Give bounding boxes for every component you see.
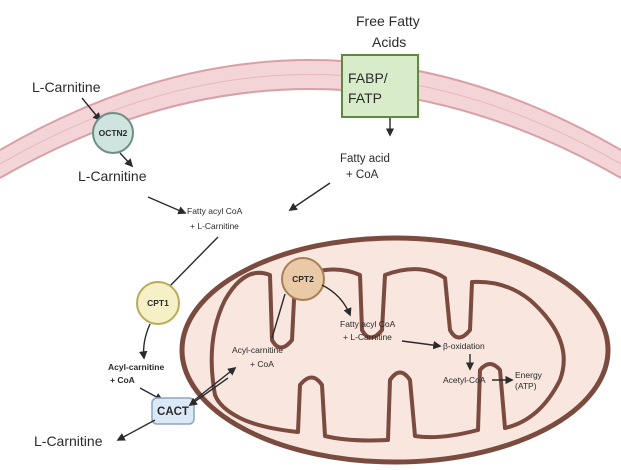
fabp-fatp-box: FABP/ FATP bbox=[342, 55, 418, 117]
arrow-fatty-acid-to-acyl bbox=[290, 183, 330, 210]
acylcarnitine-ims-line2: + CoA bbox=[110, 375, 135, 385]
acylcarnitine-matrix-line1: Acyl-carnitine bbox=[232, 345, 283, 355]
fatp-label: FATP bbox=[348, 90, 382, 106]
cpt2-label: CPT2 bbox=[292, 274, 314, 284]
free-fatty-acids-label-line1: Free Fatty bbox=[356, 13, 420, 29]
fatty-acid-label-line1: Fatty acid bbox=[340, 153, 390, 165]
acylcarnitine-ims-line1: Acyl-carnitine bbox=[108, 362, 164, 372]
acetyl-coa-label: Acetyl-CoA bbox=[443, 375, 486, 385]
l-carnitine-inside-label: L-Carnitine bbox=[78, 168, 147, 184]
cact-label: CACT bbox=[157, 406, 189, 418]
energy-label-line1: Energy bbox=[515, 370, 543, 380]
cpt1-label: CPT1 bbox=[147, 298, 169, 308]
arrow-carnitine-to-acyl bbox=[148, 197, 185, 213]
cpt2-enzyme: CPT2 bbox=[282, 258, 324, 300]
fatty-acyl-coa-matrix-line1: Fatty acyl CoA bbox=[340, 319, 396, 329]
fatty-acid-label-line2: + CoA bbox=[346, 169, 379, 181]
fatty-acyl-coa-matrix-line2: + L-Carnitine bbox=[343, 332, 392, 342]
fatty-acyl-coa-cyto-line2: + L-Carnitine bbox=[190, 221, 239, 231]
l-carnitine-exit-label: L-Carnitine bbox=[34, 433, 103, 449]
beta-oxidation-label: β-oxidation bbox=[443, 341, 485, 351]
free-fatty-acids-label-line2: Acids bbox=[372, 34, 406, 50]
energy-label-line2: (ATP) bbox=[515, 381, 537, 391]
line-acyl-to-cpt1 bbox=[168, 237, 218, 288]
cact-transporter: CACT bbox=[152, 398, 194, 424]
cpt1-enzyme: CPT1 bbox=[137, 282, 179, 324]
cell-membrane bbox=[0, 60, 621, 178]
arrow-cact-to-carnitine bbox=[118, 420, 155, 440]
octn2-transporter: OCTN2 bbox=[93, 113, 133, 153]
octn2-label: OCTN2 bbox=[99, 128, 128, 138]
fatty-acyl-coa-cyto-line1: Fatty acyl CoA bbox=[187, 206, 243, 216]
fabp-label: FABP/ bbox=[348, 70, 388, 86]
arrow-octn2-to-carnitine bbox=[120, 153, 132, 166]
l-carnitine-outside-label: L-Carnitine bbox=[32, 79, 101, 95]
arrow-cpt1-to-acylcarnitine bbox=[144, 324, 150, 358]
acylcarnitine-matrix-line2: + CoA bbox=[250, 359, 274, 369]
